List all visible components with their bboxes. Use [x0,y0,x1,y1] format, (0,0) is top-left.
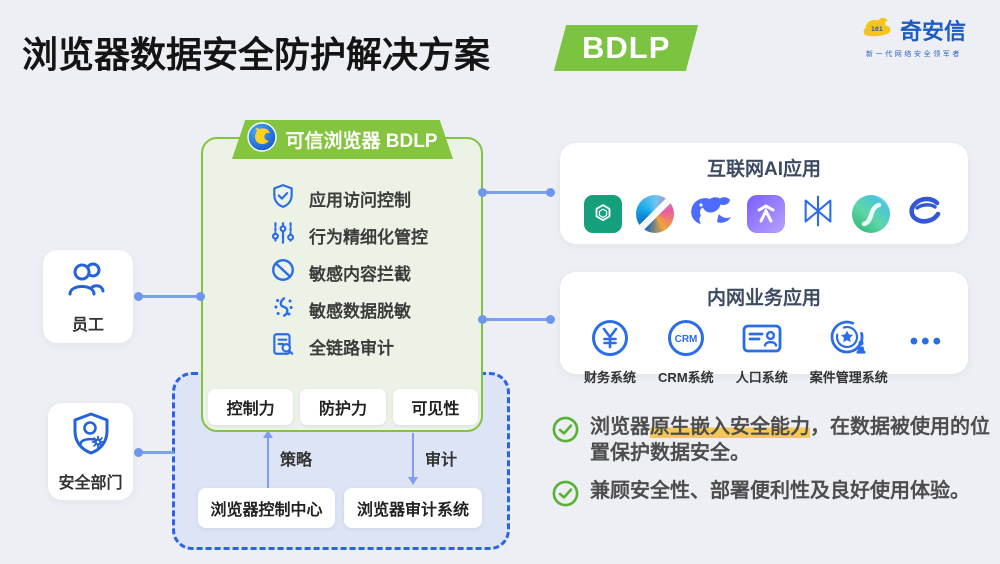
feature-label: 敏感数据脱敏 [309,302,411,321]
security-dept-card: 安全部门 [48,403,133,500]
id-card-icon [741,318,783,363]
case-mgmt-system-item: 案件管理系统 [810,318,888,386]
policy-label: 策略 [280,452,313,469]
feature-list: 应用访问控制 行为精细化管控 [270,180,428,365]
crm-system-item: CRM CRM系统 [658,318,714,386]
feature-row: 敏感内容拦截 [270,254,428,291]
capability-buttons: 控制力 防护力 可见性 [208,389,478,425]
policy-arrow-line [267,438,269,488]
copilot-icon [636,194,675,233]
summary-bullets: 浏览器原生嵌入安全能力，在数据被使用的位置保护数据安全。 兼顾安全性、部署便利性… [552,414,994,523]
audit-doc-icon [270,331,296,362]
bullet-text: 浏览器原生嵌入安全能力，在数据被使用的位置保护数据安全。 [590,416,990,465]
intranet-app-row: 财务系统 CRM CRM系统 [560,310,968,386]
blue-ring-ai-icon [904,191,944,236]
connector-employee-browser [138,295,202,298]
capability-control: 控制力 [208,389,294,425]
data-mask-icon [270,294,296,325]
check-circle-icon [552,416,579,467]
connector-browser-ai [482,191,554,194]
feature-label: 敏感内容拦截 [309,265,411,284]
connector-dot [478,188,487,197]
intranet-title: 内网业务应用 [706,288,821,309]
feature-label: 全链路审计 [309,339,394,358]
crm-system-label: CRM系统 [658,370,714,385]
intranet-panel: 内网业务应用 财务系统 [560,272,968,385]
browser-audit-system-box: 浏览器审计系统 [344,488,482,528]
yen-circle-icon [590,318,630,363]
connector-dot [478,315,487,324]
chatgpt-icon [584,194,622,233]
shield-person-gear-icon [68,411,114,462]
case-stamp-icon [828,318,870,363]
feature-label: 应用访问控制 [309,191,411,210]
trusted-browser-title: 可信浏览器 BDLP [285,131,438,152]
population-system-item: 人口系统 [736,318,788,386]
ai-icon-row [560,181,968,236]
trusted-browser-box: 应用访问控制 行为精细化管控 [201,137,483,432]
feature-label: 行为精细化管控 [309,228,428,247]
internet-ai-title: 互联网AI应用 [706,159,821,180]
brand-logo: 101 奇安信 新一代网络安全领军者 [844,14,984,59]
bullet-item: 浏览器原生嵌入安全能力，在数据被使用的位置保护数据安全。 [552,414,994,467]
feature-row: 应用访问控制 [270,180,428,217]
capability-protection: 防护力 [300,389,386,425]
browser-control-center-box: 浏览器控制中心 [198,488,335,528]
internet-ai-panel: 互联网AI应用 [560,143,968,244]
capability-visibility: 可见性 [392,389,478,425]
deepseek-whale-icon [689,194,733,233]
connector-dot [134,292,143,301]
employee-card: 员工 [43,250,133,343]
connector-dot [546,188,555,197]
svg-text:101: 101 [871,25,883,33]
more-apps-ellipsis: ••• [909,328,944,355]
bdlp-badge-label: BDLP [581,30,671,65]
employee-label: 员工 [71,316,104,334]
bullet-item: 兼顾安全性、部署便利性及良好使用体验。 [552,478,994,512]
audit-arrowhead-down-icon [408,477,418,485]
trusted-browser-header: 可信浏览器 BDLP [232,120,453,159]
feature-row: 敏感数据脱敏 [270,291,428,328]
snowflake-ai-icon [799,192,837,235]
crm-circle-icon: CRM [666,318,706,363]
feature-row: 全链路审计 [270,328,428,365]
case-mgmt-system-label: 案件管理系统 [809,370,888,385]
sliders-icon [270,220,296,251]
connector-browser-intranet [482,318,554,321]
policy-arrowhead-up-icon [263,430,273,438]
connector-dot [134,448,143,457]
population-system-label: 人口系统 [735,370,788,385]
tiger-mascot-icon: 101 [862,16,896,45]
security-dept-label: 安全部门 [58,474,123,492]
check-circle-icon [552,480,579,512]
block-icon [270,257,296,288]
page-title: 浏览器数据安全防护解决方案 [22,34,491,75]
audit-arrow-line [412,433,414,478]
tongyi-icon [746,194,785,233]
finance-system-label: 财务系统 [584,370,637,385]
bdlp-badge: BDLP [553,25,699,71]
browser-logo-icon [247,122,278,157]
employee-icon [66,259,110,304]
highlighted-phrase: 原生嵌入安全能力 [650,416,810,438]
connector-security-zone [138,451,174,454]
shield-check-icon [270,183,296,214]
crm-icon-text: CRM [674,334,697,345]
bullet-text: 兼顾安全性、部署便利性及良好使用体验。 [590,479,970,502]
finance-system-item: 财务系统 [584,318,636,386]
brand-name: 奇安信 [899,19,966,44]
audit-label: 审计 [425,452,458,469]
teal-swirl-ai-icon [851,194,890,233]
feature-row: 行为精细化管控 [270,217,428,254]
brand-tagline: 新一代网络安全领军者 [866,51,962,58]
connector-dot [196,292,205,301]
connector-dot [546,315,555,324]
